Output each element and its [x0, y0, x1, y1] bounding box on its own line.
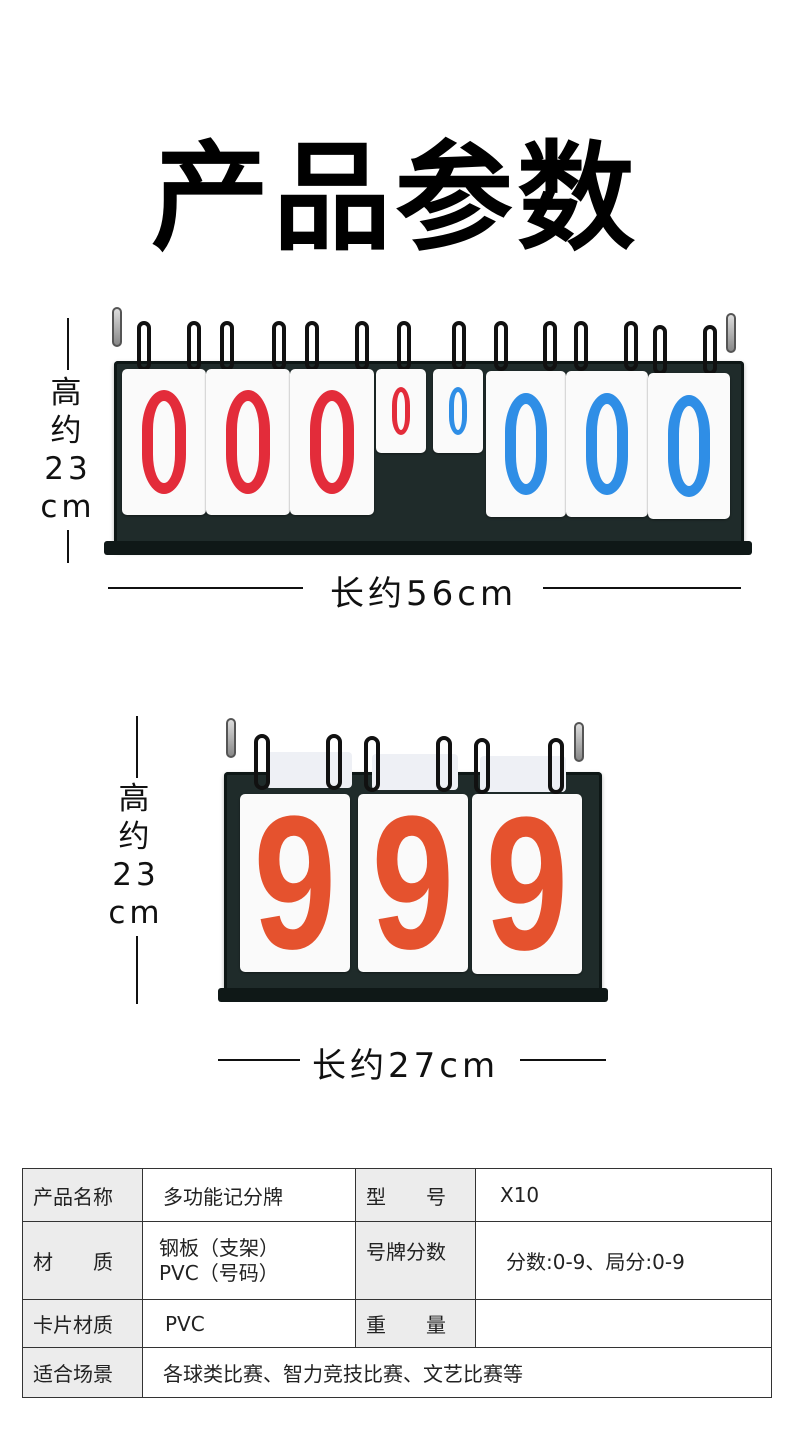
spec-value: 各球类比赛、智力竞技比赛、文艺比赛等	[142, 1347, 772, 1398]
spec-row: 适合场景 各球类比赛、智力竞技比赛、文艺比赛等	[22, 1347, 772, 1398]
scoreboard-large-photo	[100, 305, 755, 565]
spec-value: 钢板（支架） PVC（号码）	[142, 1221, 356, 1300]
ring	[543, 321, 557, 371]
ring	[574, 321, 588, 371]
score-card-red	[122, 369, 206, 515]
length-dimension-line-right	[543, 587, 741, 589]
ring	[254, 734, 270, 790]
spec-key: 卡片材质	[22, 1299, 143, 1348]
digit-zero	[310, 390, 354, 494]
height-dimension-line-top	[67, 318, 69, 370]
board2-height-label: 高 约 23 cm	[108, 781, 164, 931]
ring	[305, 321, 319, 371]
score-card-blue	[648, 373, 730, 519]
ring	[187, 321, 201, 371]
ring	[355, 321, 369, 371]
board1-length-label: 长约56cm	[330, 574, 518, 614]
ring	[220, 321, 234, 371]
score-card-orange: 9	[358, 794, 468, 972]
height-dimension-line-bottom	[67, 530, 69, 563]
spec-value	[475, 1299, 772, 1348]
spec-value: 多功能记分牌	[142, 1168, 356, 1222]
spec-table: 产品名称 多功能记分牌 型 号 X10 材 质 钢板（支架） PVC（号码） 号…	[22, 1168, 772, 1398]
digit-zero	[668, 395, 710, 497]
spec-value: X10	[475, 1168, 772, 1222]
score-card-blue	[566, 371, 648, 517]
ring	[474, 738, 490, 794]
score-card-orange: 9	[472, 794, 582, 974]
ring	[272, 321, 286, 371]
board2-clip-left	[226, 718, 236, 758]
length-dimension-line-left	[108, 587, 303, 589]
ring	[703, 325, 717, 375]
score-card-blue	[486, 371, 566, 517]
spec-key: 适合场景	[22, 1347, 143, 1398]
length-dimension-line-left	[218, 1059, 300, 1061]
digit-zero	[586, 393, 628, 495]
ring	[326, 734, 342, 790]
digit-zero	[505, 393, 547, 495]
set-card-red	[376, 369, 426, 453]
score-card-orange: 9	[240, 794, 350, 972]
spec-key: 重 量	[355, 1299, 476, 1348]
board1-height-label: 高 约 23 cm	[40, 375, 96, 525]
height-dimension-line-bottom	[136, 936, 138, 1004]
digit-zero	[226, 390, 270, 494]
board1-clip-right	[726, 313, 736, 353]
spec-row: 产品名称 多功能记分牌 型 号 X10	[22, 1168, 772, 1222]
spec-row: 材 质 钢板（支架） PVC（号码） 号牌分数 分数:0-9、局分:0-9	[22, 1221, 772, 1300]
ring	[653, 325, 667, 375]
ring	[137, 321, 151, 371]
spec-key: 产品名称	[22, 1168, 143, 1222]
score-card-red	[206, 369, 290, 515]
digit-nine: 9	[371, 794, 455, 972]
spec-key: 型 号	[355, 1168, 476, 1222]
board2-clip-right	[574, 722, 584, 762]
ring	[624, 321, 638, 371]
digit-nine: 9	[253, 794, 337, 972]
height-dimension-line-top	[136, 716, 138, 778]
ring	[436, 736, 452, 792]
board1-base	[104, 541, 752, 555]
spec-value: 分数:0-9、局分:0-9	[475, 1221, 772, 1300]
board2-length-label: 长约27cm	[312, 1046, 500, 1086]
ring	[397, 321, 411, 371]
spec-key: 号牌分数	[355, 1221, 476, 1300]
ring	[364, 736, 380, 792]
spec-row: 卡片材质 PVC 重 量	[22, 1299, 772, 1348]
set-card-blue	[433, 369, 483, 453]
digit-zero	[449, 387, 467, 435]
score-card-red	[290, 369, 374, 515]
spec-key: 材 质	[22, 1221, 143, 1300]
ring	[494, 321, 508, 371]
digit-zero	[392, 387, 410, 435]
digit-zero	[142, 390, 186, 494]
page-title: 产品参数	[150, 129, 639, 267]
scoreboard-small-photo: 9 9 9	[218, 712, 610, 1012]
board2-base	[218, 988, 608, 1002]
digit-nine: 9	[485, 794, 569, 974]
spec-value: PVC	[142, 1299, 356, 1348]
length-dimension-line-right	[520, 1059, 606, 1061]
ring	[548, 738, 564, 794]
board1-clip-left	[112, 307, 122, 347]
ring	[452, 321, 466, 371]
